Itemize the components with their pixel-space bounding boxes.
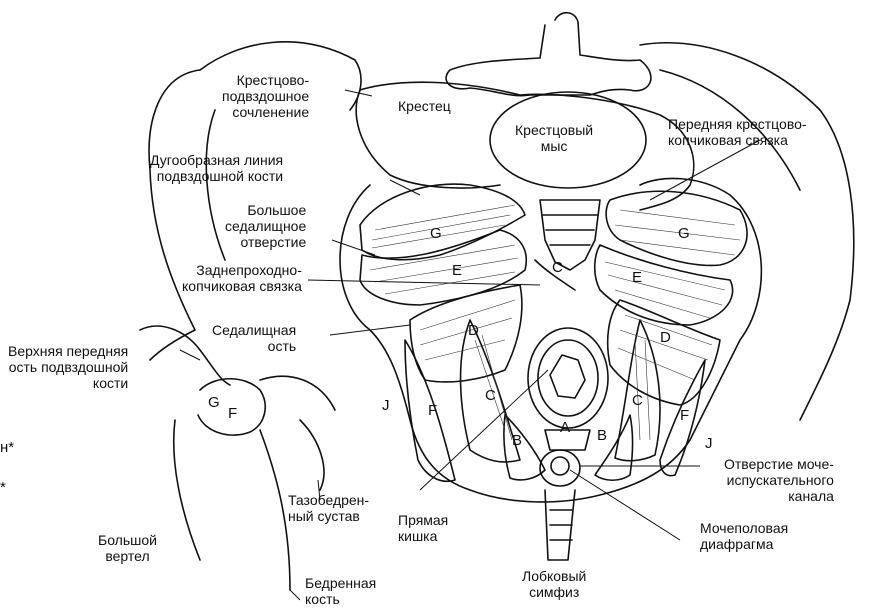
urethra-outer (540, 450, 580, 486)
letter-a: A (560, 419, 570, 436)
letter-c-right: C (632, 392, 643, 409)
letter-e-right: E (632, 269, 642, 286)
label-sacrum: Крестец (398, 98, 451, 114)
letter-c-coccyx: C (552, 259, 563, 276)
letter-f-right: F (680, 407, 689, 424)
letter-j-right: J (705, 435, 713, 452)
label-femur: Бедренная кость (305, 575, 376, 607)
muscle-b-right (595, 415, 633, 480)
left-femur-shaft (174, 420, 290, 590)
edge-mark-lower: * (0, 480, 6, 496)
label-urethral-opening: Отверстие моче- испускательного канала (724, 456, 834, 504)
label-sacroiliac-joint: Крестцово- подвздошное сочленение (222, 72, 309, 120)
label-asis: Верхняя передняя ость подвздошной кости (8, 343, 128, 391)
edge-mark-upper: н* (0, 440, 14, 456)
label-greater-trochanter: Большой вертел (98, 532, 157, 564)
label-promontory: Крестцовый мыс (515, 122, 593, 154)
letter-g-hip: G (208, 394, 220, 411)
label-arcuate-line: Дугообразная линия подвздошной кости (150, 152, 283, 184)
letter-g-right: G (678, 225, 690, 242)
letter-b-left: B (512, 432, 522, 449)
label-urogenital-diaphragm: Мочеполовая диафрагма (700, 520, 788, 552)
vertebra (446, 13, 651, 96)
letter-f-hip: F (228, 405, 237, 422)
symphysis-lines (550, 510, 572, 540)
label-greater-sciatic-foramen: Большое седалищное отверстие (225, 202, 306, 250)
rectum-mid (538, 340, 598, 416)
coccyx-segments (543, 215, 597, 245)
label-rectum: Прямая кишка (398, 512, 448, 544)
left-acetabulum (260, 376, 335, 410)
letter-e-left: E (452, 262, 462, 279)
letter-d-right: D (660, 329, 671, 346)
letter-f-left: F (428, 402, 437, 419)
urethra-inner (551, 457, 569, 475)
letter-c-left: C (485, 387, 496, 404)
label-pubic-symphysis: Лобковый симфиз (522, 568, 586, 600)
left-iliac-inner (206, 110, 225, 260)
left-iliac-wing (149, 70, 200, 360)
coccyx (540, 200, 600, 270)
letter-g-left: G (430, 225, 442, 242)
muscle-g-left (360, 184, 525, 260)
rectum-lumen (550, 355, 585, 398)
label-anterior-sacrococcygeal-ligament: Передняя крестцово- копчиковая связка (668, 116, 807, 148)
letter-b-right: B (597, 427, 607, 444)
muscle-g-right (606, 191, 747, 265)
left-obturator (300, 420, 324, 490)
label-anococcygeal-ligament: Заднепроходно- копчиковая связка (182, 262, 302, 294)
letter-d-left: D (468, 322, 479, 339)
label-hip-joint: Тазобедрен- ный сустав (288, 492, 369, 524)
label-ischial-spine: Седалищная ость (212, 322, 296, 354)
letter-j-left: J (382, 397, 390, 414)
